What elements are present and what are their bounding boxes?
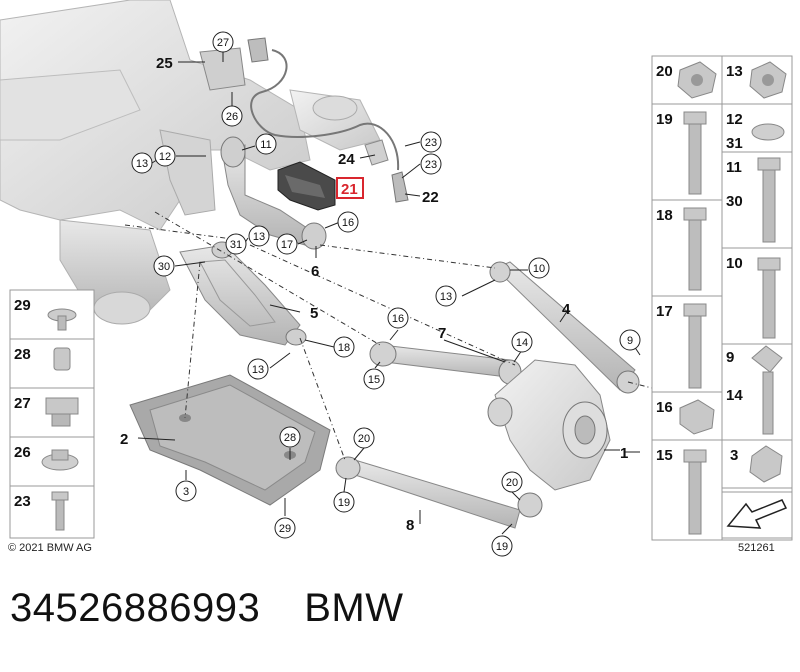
parts-diagram: 25 24 22 21 6 5 7 4 2 1 8 27 26 11 12 13… (0, 0, 793, 557)
caption: 34526886993 BMW (10, 586, 790, 646)
right-panel-30: 30 (726, 193, 743, 210)
bolt-icon-19 (683, 111, 707, 125)
label-4: 4 (562, 301, 571, 318)
circle-callout-text: 27 26 11 12 13 23 23 16 17 13 31 30 10 1… (136, 37, 633, 553)
right-panel-19: 19 (656, 111, 673, 128)
nut-icon-3 (749, 445, 783, 483)
underbody-panel (129, 374, 331, 506)
callout-13-b: 13 (253, 231, 265, 243)
callout-19: 19 (338, 497, 350, 509)
left-panel-28: 28 (14, 346, 31, 363)
sensor-wiring (199, 37, 409, 203)
leaders (137, 52, 641, 535)
label-6: 6 (311, 263, 319, 280)
left-hardware-panel: 29 28 27 26 23 (9, 289, 95, 539)
link-8 (335, 456, 543, 529)
callout-15: 15 (368, 374, 380, 386)
copyright: © 2021 BMW AG (8, 542, 92, 554)
bolt-icon-11 (757, 157, 781, 171)
label-5: 5 (310, 305, 318, 322)
right-panel-15: 15 (656, 447, 673, 464)
right-panel-18: 18 (656, 207, 673, 224)
callout-23-b: 23 (425, 159, 437, 171)
bolt-icon-23 (51, 491, 69, 501)
callout-14: 14 (516, 337, 528, 349)
right-panel-3: 3 (730, 447, 738, 464)
callout-30: 30 (158, 261, 170, 273)
circle-callouts (131, 31, 641, 557)
left-panel-23: 23 (14, 493, 31, 510)
label-24: 24 (338, 151, 355, 168)
forward-arrow-icon (726, 499, 788, 529)
diagram-id: 521261 (738, 542, 775, 554)
callout-29: 29 (279, 523, 291, 535)
highlight-box-21 (336, 177, 364, 199)
label-7: 7 (438, 325, 446, 342)
left-panel-26: 26 (14, 444, 31, 461)
bracket-part-21 (277, 161, 336, 211)
callout-20-b: 20 (506, 477, 518, 489)
callout-13-d: 13 (252, 364, 264, 376)
callout-16-b: 16 (392, 313, 404, 325)
right-panel-31: 31 (726, 135, 743, 152)
brand-name: BMW (304, 586, 404, 630)
label-25: 25 (156, 55, 173, 72)
label-1: 1 (620, 445, 628, 462)
label-21: 21 (341, 181, 358, 198)
callout-19-b: 19 (496, 541, 508, 553)
callout-13-c: 13 (440, 291, 452, 303)
callout-26: 26 (226, 111, 238, 123)
callout-27: 27 (217, 37, 229, 49)
callout-12: 12 (159, 151, 171, 163)
right-panel-16: 16 (656, 399, 673, 416)
nut-icon-16 (679, 399, 715, 435)
wheel-carrier (487, 359, 611, 491)
left-panel-27: 27 (14, 395, 31, 412)
callout-3: 3 (183, 486, 189, 498)
main-labels: 25 24 22 21 6 5 7 4 2 1 8 (120, 55, 628, 534)
callout-9: 9 (627, 335, 633, 347)
upper-control-arm (220, 136, 327, 250)
callout-17: 17 (281, 239, 293, 251)
label-8: 8 (406, 517, 414, 534)
callout-31: 31 (230, 239, 242, 251)
clip-nut-icon (45, 397, 79, 415)
right-panel-10: 10 (726, 255, 743, 272)
right-panel-20: 20 (656, 63, 673, 80)
label-22: 22 (422, 189, 439, 206)
washer-icon-12 (751, 123, 785, 141)
right-panel-11: 11 (726, 159, 742, 176)
callout-11: 11 (260, 139, 271, 151)
callout-23-a: 23 (425, 137, 437, 149)
bolt-icon-15 (683, 449, 707, 463)
right-panel-13: 13 (726, 63, 743, 80)
right-panel-17: 17 (656, 303, 673, 320)
callout-13: 13 (136, 158, 148, 170)
bolt-icon-17 (683, 303, 707, 317)
right-panel-14: 14 (726, 387, 743, 404)
control-arm-5 (179, 241, 307, 346)
right-panel-9: 9 (726, 349, 734, 366)
left-panel-29: 29 (14, 297, 31, 314)
callout-16: 16 (342, 217, 354, 229)
label-2: 2 (120, 431, 128, 448)
callout-10: 10 (533, 263, 545, 275)
part-number: 34526886993 (10, 586, 261, 630)
callout-28: 28 (284, 432, 296, 444)
bolt-icon-18 (683, 207, 707, 221)
toe-link-7 (369, 341, 522, 385)
subframe (0, 0, 381, 325)
bolt-icon-10 (757, 257, 781, 271)
right-panel-12: 12 (726, 111, 743, 128)
callout-18: 18 (338, 342, 350, 354)
callout-20: 20 (358, 433, 370, 445)
expansion-nut-icon (53, 347, 71, 371)
right-hardware-panel: 20 13 19 12 31 11 30 18 10 17 9 14 16 15… (651, 55, 793, 541)
bolt-icon-9 (751, 345, 783, 373)
